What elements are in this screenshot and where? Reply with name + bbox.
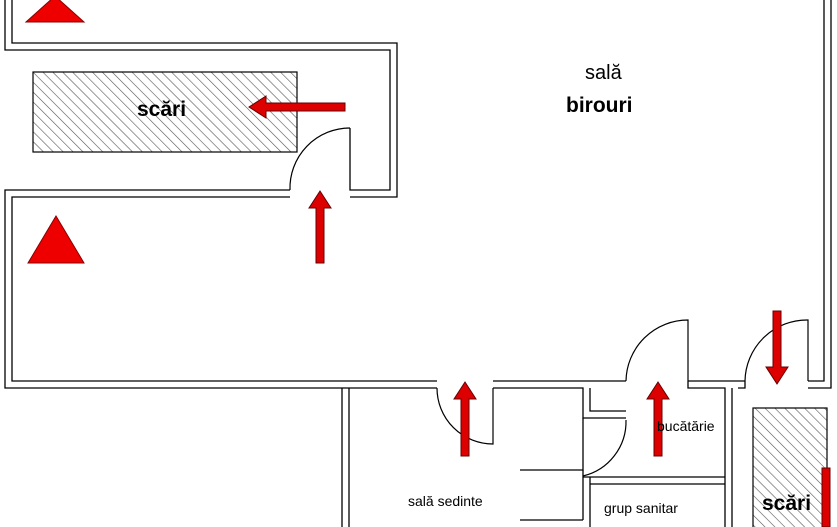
arrow-left-icon <box>248 95 346 119</box>
arrow-partial-icon <box>821 467 831 527</box>
doors <box>289 127 809 477</box>
office-hall-label-2: birouri <box>566 94 633 117</box>
stairs-block-bottom <box>752 407 828 527</box>
meeting-room-label: sală sedinte <box>408 493 483 509</box>
stairs-label-top: scări <box>137 98 187 121</box>
exit-triangle-icon <box>24 0 86 23</box>
stairs-block-top <box>32 71 298 153</box>
restroom-label: grup sanitar <box>604 500 678 516</box>
arrow-up-icon <box>646 381 670 457</box>
kitchen-label: bucătărie <box>657 418 715 434</box>
stairs-label-bottom: scări <box>762 492 812 515</box>
evacuation-arrows <box>248 95 831 527</box>
arrow-up-icon <box>453 381 477 457</box>
arrow-down-icon <box>765 310 789 385</box>
office-hall-label: sală <box>585 62 622 84</box>
walls <box>4 0 832 527</box>
arrow-up-icon <box>308 190 332 264</box>
exit-triangle-icon <box>27 215 85 264</box>
